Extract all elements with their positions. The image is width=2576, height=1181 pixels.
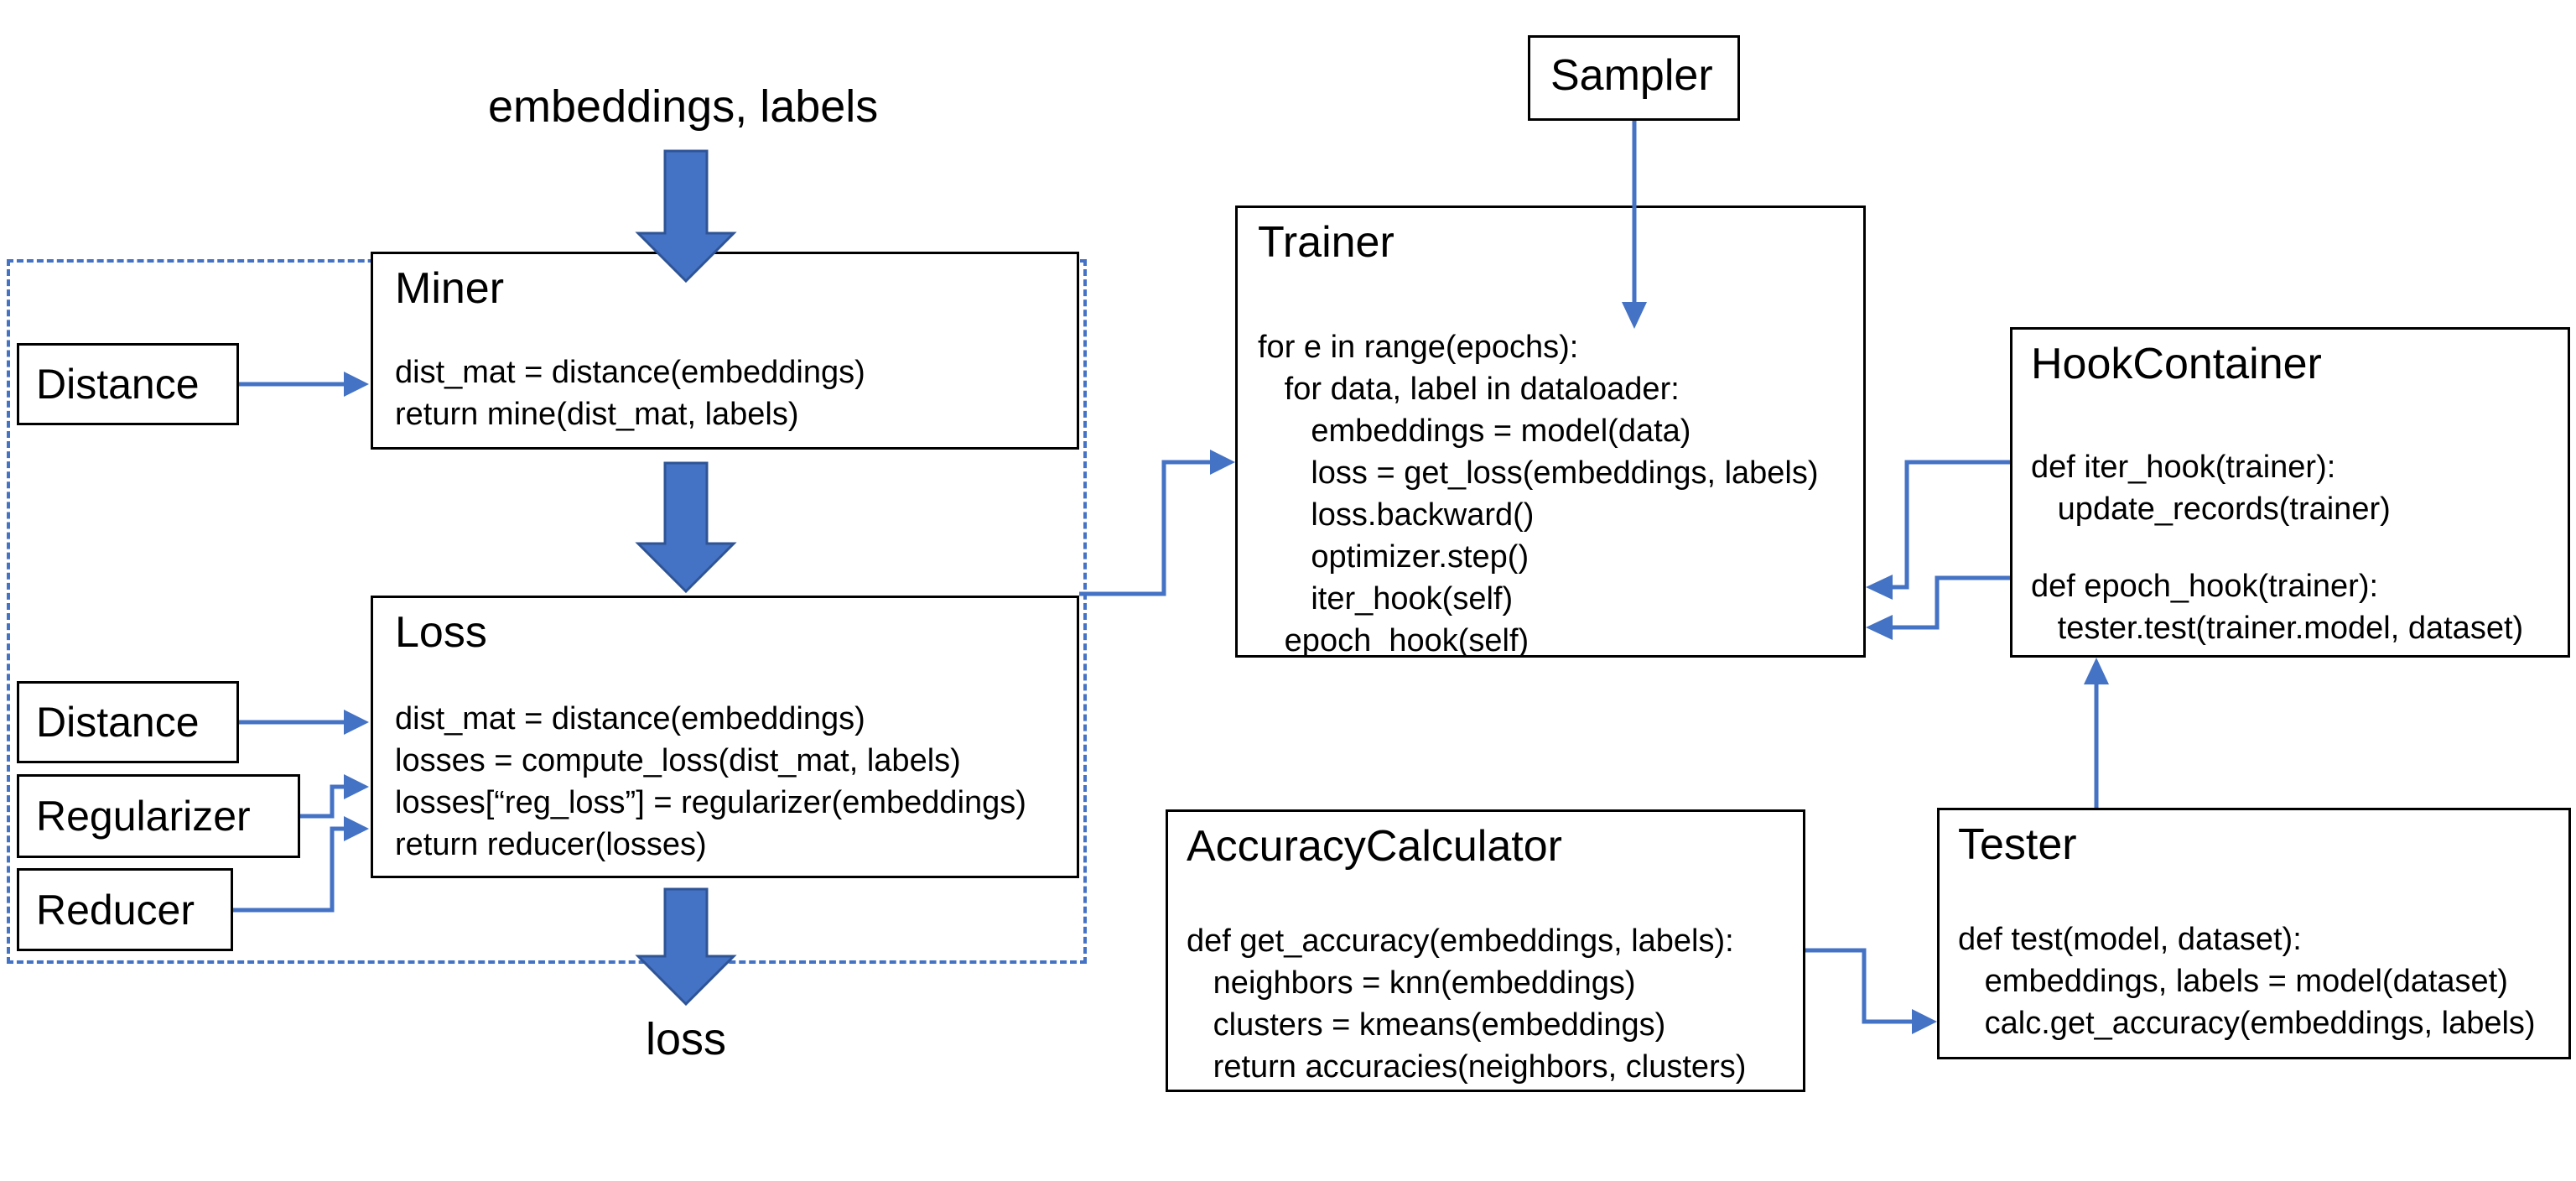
trainer-code-line-6: iter_hook(self) bbox=[1258, 581, 1514, 617]
sampler-title: Sampler bbox=[1550, 51, 1713, 100]
loss-code-line-1: losses = compute_loss(dist_mat, labels) bbox=[395, 743, 961, 778]
regularizer-box[interactable]: Regularizer bbox=[17, 774, 300, 858]
iter-hook-to-trainer-connector bbox=[1866, 460, 2010, 600]
accuracy-calculator-code-line-1: neighbors = knn(embeddings) bbox=[1187, 965, 1636, 1001]
trainer-code-line-0: for e in range(epochs): bbox=[1258, 330, 1579, 365]
tester-title: Tester bbox=[1958, 820, 2077, 869]
trainer-title: Trainer bbox=[1258, 218, 1394, 267]
miner-code-line-1: return mine(dist_mat, labels) bbox=[395, 397, 799, 432]
reducer-label: Reducer bbox=[36, 886, 195, 934]
trainer-code-line-5: optimizer.step() bbox=[1258, 539, 1530, 575]
trainer-code-line-1: for data, label in dataloader: bbox=[1258, 372, 1680, 407]
regularizer-label: Regularizer bbox=[36, 793, 251, 840]
loss-title: Loss bbox=[395, 608, 487, 657]
tester-to-hook-container-connector bbox=[2084, 658, 2109, 808]
loss-box[interactable]: Loss dist_mat = distance(embeddings) los… bbox=[371, 596, 1079, 878]
reducer-box[interactable]: Reducer bbox=[17, 868, 233, 951]
miner-title: Miner bbox=[395, 264, 505, 313]
sampler-box[interactable]: Sampler bbox=[1528, 35, 1740, 121]
miner-code-line-0: dist_mat = distance(embeddings) bbox=[395, 355, 865, 390]
tester-code-line-0: def test(model, dataset): bbox=[1958, 922, 2302, 957]
hook-container-code-line-4: tester.test(trainer.model, dataset) bbox=[2031, 611, 2524, 646]
accuracy-calculator-code-line-2: clusters = kmeans(embeddings) bbox=[1187, 1007, 1666, 1043]
distance-miner-label: Distance bbox=[36, 361, 200, 408]
trainer-code-line-3: loss = get_loss(embeddings, labels) bbox=[1258, 455, 1819, 491]
loss-code-line-2: losses[“reg_loss”] = regularizer(embeddi… bbox=[395, 785, 1026, 820]
hook-container-code-line-3: def epoch_hook(trainer): bbox=[2031, 569, 2379, 604]
hook-container-code-line-0: def iter_hook(trainer): bbox=[2031, 450, 2336, 485]
output-label: loss bbox=[646, 1014, 727, 1064]
hook-container-box[interactable]: HookContainer def iter_hook(trainer): up… bbox=[2010, 327, 2570, 658]
accuracy-calculator-to-tester-connector bbox=[1805, 948, 1937, 1034]
miner-box[interactable]: Miner dist_mat = distance(embeddings) re… bbox=[371, 252, 1079, 450]
trainer-box[interactable]: Trainer for e in range(epochs): for data… bbox=[1235, 206, 1866, 658]
trainer-code-line-2: embeddings = model(data) bbox=[1258, 414, 1691, 449]
trainer-code-line-7: epoch_hook(self) bbox=[1258, 623, 1530, 658]
epoch-hook-to-trainer-connector bbox=[1866, 575, 2010, 640]
tester-code-line-2: calc.get_accuracy(embeddings, labels) bbox=[1958, 1006, 2536, 1041]
accuracy-calculator-code-line-3: return accuracies(neighbors, clusters) bbox=[1187, 1049, 1747, 1085]
tester-box[interactable]: Tester def test(model, dataset): embeddi… bbox=[1937, 808, 2571, 1059]
input-label: embeddings, labels bbox=[488, 81, 879, 132]
tester-code-line-1: embeddings, labels = model(dataset) bbox=[1958, 964, 2508, 999]
accuracy-calculator-box[interactable]: AccuracyCalculator def get_accuracy(embe… bbox=[1166, 809, 1805, 1092]
distance-loss-label: Distance bbox=[36, 699, 200, 746]
trainer-code-line-4: loss.backward() bbox=[1258, 497, 1535, 533]
distance-miner-box[interactable]: Distance bbox=[17, 343, 239, 425]
accuracy-calculator-code-line-0: def get_accuracy(embeddings, labels): bbox=[1187, 923, 1734, 959]
distance-loss-box[interactable]: Distance bbox=[17, 681, 239, 763]
hook-container-code-line-1: update_records(trainer) bbox=[2031, 492, 2391, 527]
hook-container-title: HookContainer bbox=[2031, 340, 2322, 388]
loss-code-line-0: dist_mat = distance(embeddings) bbox=[395, 701, 865, 736]
loss-code-line-3: return reducer(losses) bbox=[395, 827, 707, 862]
loss-to-trainer-connector bbox=[1079, 450, 1235, 596]
accuracy-calculator-title: AccuracyCalculator bbox=[1187, 822, 1562, 871]
